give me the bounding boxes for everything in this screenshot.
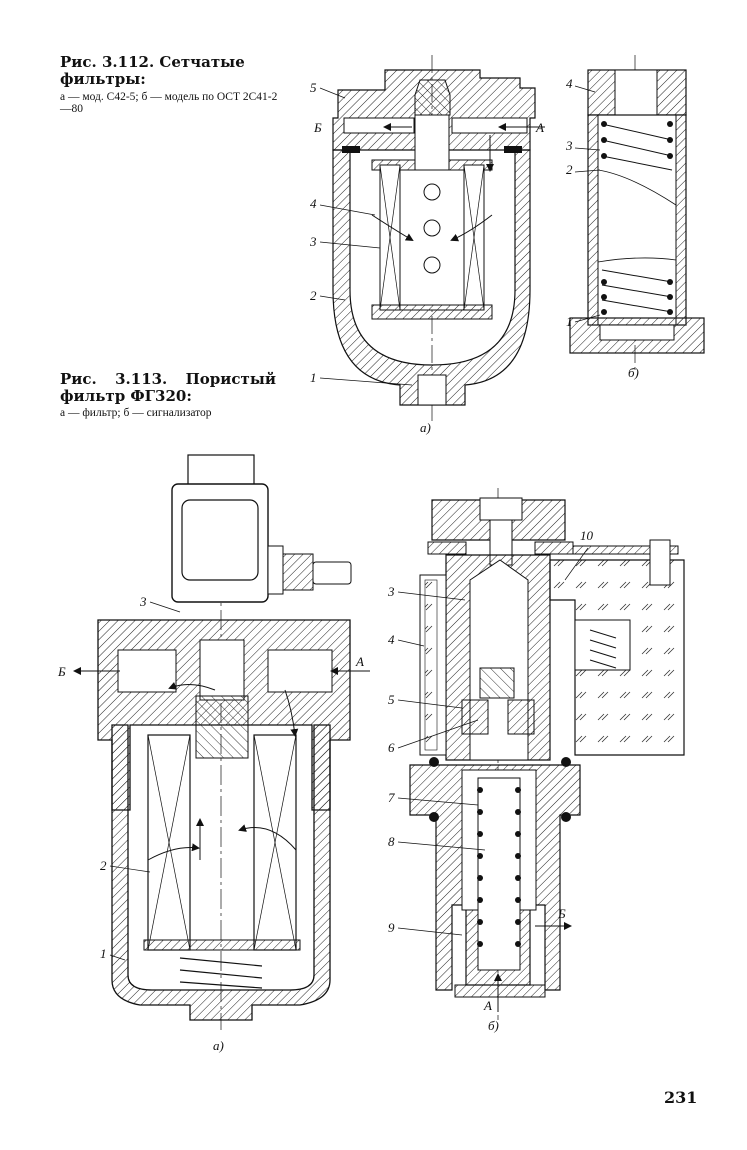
panel-label-b: б) [488,1018,499,1033]
callout-4: 4 [310,196,317,211]
callout-4: 4 [566,76,573,91]
callout-flow-a: А [483,998,492,1013]
callout-10: 10 [580,528,594,543]
callout-1: 1 [100,946,107,961]
callout-3: 3 [309,234,317,249]
callout-3: 3 [565,138,573,153]
callout-3: 3 [387,584,395,599]
callout-1: 1 [310,370,317,385]
callout-7: 7 [388,790,395,805]
callout-8: 8 [388,834,395,849]
callout-6: 6 [388,740,395,755]
callout-1: 1 [566,314,573,329]
fig-3-112-a-drawing [320,55,545,425]
callout-flow-b: Б [313,120,322,135]
panel-label-b: б) [628,365,639,380]
panel-label-a: а) [420,420,431,435]
callout-flow-b: Б [57,664,66,679]
callout-2: 2 [566,162,573,177]
callout-flow-b: Б [557,906,566,921]
fig-3-113-b-drawing [398,488,684,1020]
callout-5: 5 [388,692,395,707]
fig-3-112-b-drawing [570,55,704,370]
callout-flow-a: А [535,120,544,135]
callout-3: 3 [139,594,147,609]
callout-2: 2 [100,858,107,873]
callout-4: 4 [388,632,395,647]
callout-5: 5 [310,80,317,95]
callout-2: 2 [310,288,317,303]
fig-3-113-a-drawing [75,455,370,1030]
callout-9: 9 [388,920,395,935]
callout-flow-a: А [355,654,364,669]
panel-label-a: а) [213,1038,224,1053]
